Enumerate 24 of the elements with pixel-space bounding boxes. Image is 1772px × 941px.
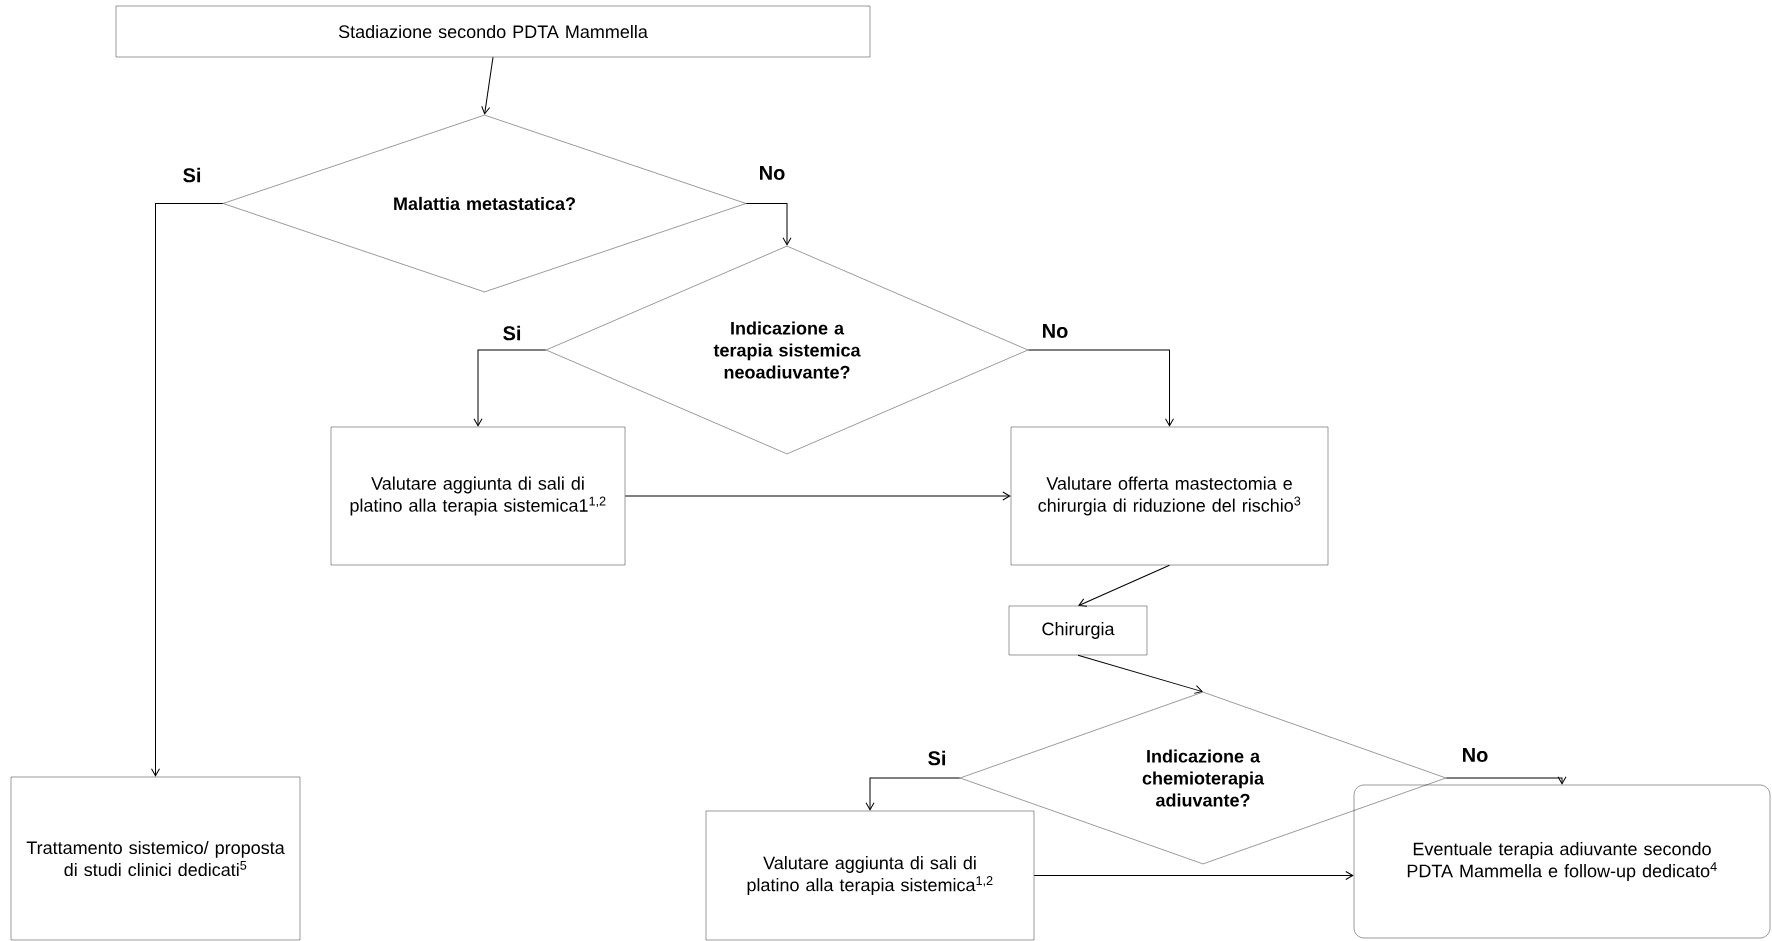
arrow [624, 491, 1011, 501]
arrow [865, 777, 961, 811]
process-box: Valutare aggiunta di sali di platino alla terapia sistemica1$^{1,2}$ [330, 426, 626, 566]
process-box: Valutare aggiunta di sali di platino alla terapia sistemica$^{1,2}$ [705, 810, 1035, 941]
rounded-box: Eventuale terapia adiuvante secondo PDTA Mammella e follow-up dedicato$^{4}$ [1353, 784, 1771, 939]
process-box: Trattamento sistemico/ proposta di studi clinici dedicati$^{5}$ [10, 776, 301, 941]
edge-label: Si [503, 325, 521, 341]
arrow [745, 203, 792, 246]
arrow [1445, 776, 1567, 785]
process-box: Stadiazione secondo PDTA Mammella [115, 5, 871, 58]
arrow [481, 56, 494, 115]
process-box: Valutare offerta mastectomia e chirurgia di riduzione del rischio$^{3}$ [1010, 426, 1329, 566]
edge-label: No [1043, 324, 1068, 338]
edge-label: Si [183, 167, 201, 183]
edge-label: Si [928, 750, 946, 766]
arrow [473, 349, 547, 427]
arrow [1077, 654, 1203, 694]
arrow [1033, 871, 1354, 880]
edge-label: No [760, 166, 785, 180]
process-box: Chirurgia [1008, 605, 1148, 656]
arrow [151, 203, 224, 777]
arrow [1027, 349, 1174, 427]
arrow [1078, 564, 1170, 607]
edge-label: No [1463, 748, 1488, 762]
